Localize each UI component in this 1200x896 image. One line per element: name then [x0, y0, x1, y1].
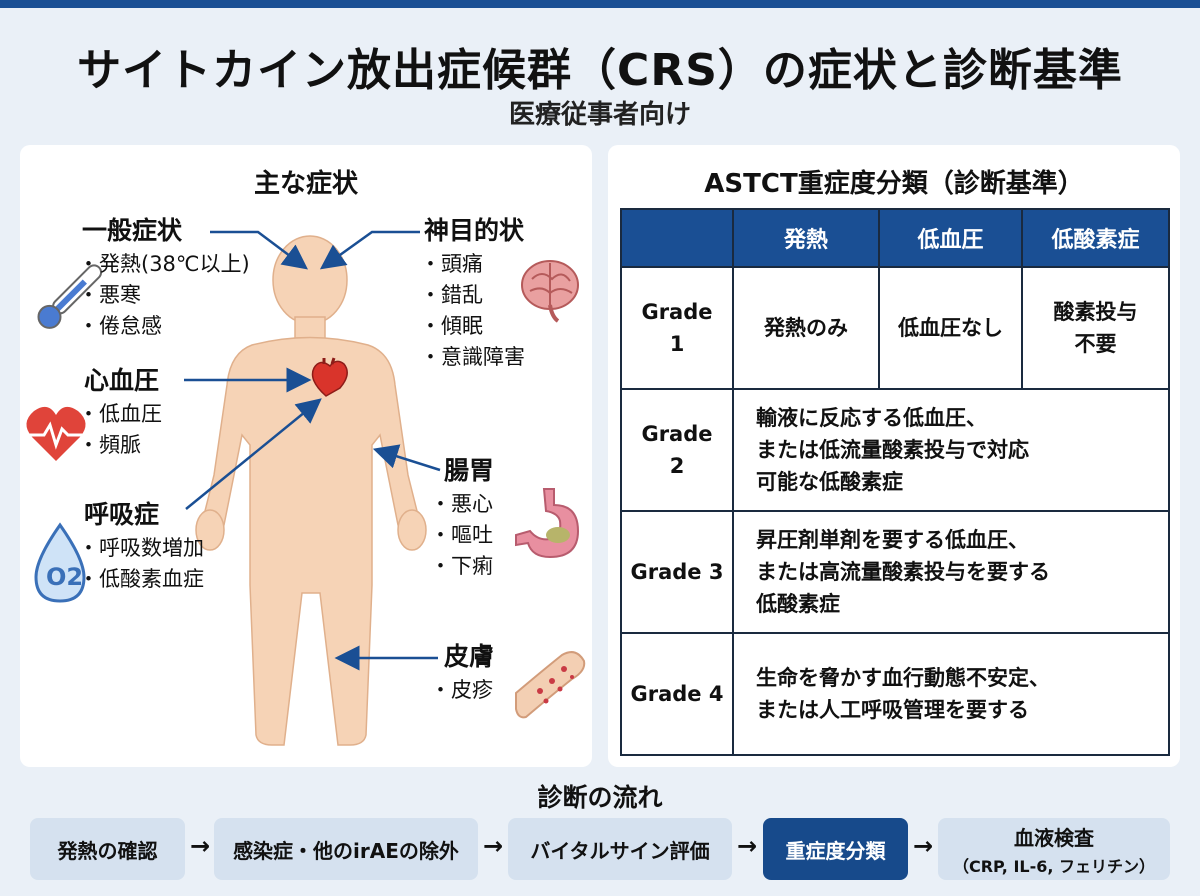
description-line: 生命を脅かす血行動態不安定、 [756, 666, 1050, 690]
column-header: 低血圧 [878, 208, 1023, 268]
description-line: 可能な低酸素症 [756, 470, 903, 494]
column-header [620, 208, 734, 268]
page-title: サイトカイン放出症候群（CRS）の症状と診断基準 [77, 45, 1123, 96]
flow-title: 診断の流れ [537, 783, 663, 812]
arrow-respiratory [185, 398, 322, 510]
grade-label: Grade 2 [620, 388, 734, 512]
heart-organ-icon [311, 357, 348, 397]
arrow-general [210, 230, 308, 270]
respiratory-heading: 呼吸症 [84, 500, 160, 529]
gi-heading: 腸胃 [444, 456, 495, 485]
description-line: 昇圧剤単剤を要する低血圧、 [756, 528, 1029, 552]
grade-label: Grade 3 [620, 510, 734, 634]
top-accent-bar [0, 0, 1200, 8]
flow-arrow-icon: → [190, 832, 211, 860]
neuro-item: 傾眠 [420, 311, 525, 342]
respiratory-symptoms: 呼吸症 呼吸数増加 低酸素血症 [84, 499, 204, 595]
table-row: Grade 1 発熱のみ 低血圧なし 酸素投与不要 [620, 266, 1170, 390]
criteria-title: ASTCT重症度分類（診断基準） [704, 169, 1084, 199]
description-line: 低酸素症 [756, 592, 840, 616]
neuro-item: 錯乱 [420, 280, 525, 311]
description-line: または低流量酸素投与で対応 [756, 438, 1029, 462]
page-subtitle: 医療従事者向け [508, 100, 691, 130]
general-heading: 一般症状 [82, 216, 183, 245]
general-item: 倦怠感 [78, 311, 250, 342]
description-line: 輸液に反応する低血圧、 [756, 406, 987, 430]
flow-step-label: 発熱の確認 [57, 838, 158, 863]
flow-step-blood-test: 血液検査 （CRP, IL-6, フェリチン） [938, 818, 1170, 880]
cardio-symptoms: 心血圧 低血圧 頻脈 [84, 365, 162, 461]
flow-step-label: 感染症・他のirAEの除外 [233, 838, 459, 863]
respiratory-item: 呼吸数増加 [78, 533, 204, 564]
cardio-item: 低血圧 [78, 399, 162, 430]
heart-rate-icon [26, 406, 88, 461]
flow-step-fever-check: 発熱の確認 [30, 818, 185, 880]
gi-symptoms: 腸胃 悪心 嘔吐 下痢 [444, 455, 494, 582]
table-row: Grade 2 輸液に反応する低血圧、 または低流量酸素投与で対応 可能な低酸素… [620, 388, 1170, 512]
grade3-description: 昇圧剤単剤を要する低血圧、 または高流量酸素投与を要する 低酸素症 [732, 510, 1170, 634]
flow-step-exclusion: 感染症・他のirAEの除外 [214, 818, 478, 880]
skin-symptoms: 皮膚 皮疹 [444, 641, 494, 706]
gi-item: 嘔吐 [430, 520, 494, 551]
callout-arrows [184, 230, 441, 671]
flow-arrow-icon: → [913, 832, 934, 860]
general-item: 悪寒 [78, 280, 250, 311]
flow-arrow-icon: → [483, 832, 504, 860]
grade1-fever: 発熱のみ [732, 266, 880, 390]
grade1-hypoxia: 酸素投与不要 [1021, 266, 1170, 390]
column-header: 発熱 [732, 208, 880, 268]
table-row: Grade 4 生命を脅かす血行動態不安定、 または人工呼吸管理を要する [620, 632, 1170, 756]
body-diagram: O2 [26, 230, 586, 746]
grade-label: Grade 4 [620, 632, 734, 756]
flow-step-label: 血液検査 [1014, 825, 1094, 850]
flow-step-sublabel: （CRP, IL-6, フェリチン） [952, 856, 1156, 876]
flow-step-label: 重症度分類 [785, 838, 886, 863]
skin-rash-icon [515, 651, 586, 719]
arrow-neuro [319, 230, 420, 270]
general-symptoms: 一般症状 発熱(38℃以上) 悪寒 倦怠感 [82, 215, 250, 342]
oxygen-drop-icon: O2 [34, 522, 86, 603]
column-header: 低酸素症 [1021, 208, 1170, 268]
flow-step-label: バイタルサイン評価 [530, 838, 710, 863]
description-line: または高流量酸素投与を要する [756, 560, 1050, 584]
oxygen-drop-label: O2 [46, 563, 83, 591]
grade-label: Grade 1 [620, 266, 734, 390]
neuro-item: 頭痛 [420, 249, 525, 280]
arrow-gi [372, 444, 441, 472]
grade1-hypotension: 低血圧なし [878, 266, 1023, 390]
neuro-symptoms: 神目的状 頭痛 錯乱 傾眠 意識障害 [424, 215, 525, 373]
gi-item: 下痢 [430, 551, 494, 582]
flow-step-vitals: バイタルサイン評価 [508, 818, 732, 880]
table-row: Grade 3 昇圧剤単剤を要する低血圧、 または高流量酸素投与を要する 低酸素… [620, 510, 1170, 634]
flow-arrow-icon: → [737, 832, 758, 860]
grade4-description: 生命を脅かす血行動態不安定、 または人工呼吸管理を要する [732, 632, 1170, 756]
neuro-heading: 神目的状 [424, 216, 525, 245]
stomach-icon [515, 488, 580, 559]
skin-heading: 皮膚 [444, 642, 495, 671]
brain-icon [521, 260, 579, 323]
gi-item: 悪心 [430, 489, 494, 520]
description-line: または人工呼吸管理を要する [756, 698, 1029, 722]
general-item: 発熱(38℃以上) [78, 249, 250, 280]
flow-step-grading: 重症度分類 [763, 818, 908, 880]
cardio-heading: 心血圧 [84, 366, 160, 395]
table-header-row: 発熱 低血圧 低酸素症 [620, 208, 1170, 268]
cardio-item: 頻脈 [78, 430, 162, 461]
grade-table: 発熱 低血圧 低酸素症 Grade 1 発熱のみ 低血圧なし 酸素投与不要 Gr… [620, 208, 1170, 756]
respiratory-item: 低酸素血症 [78, 564, 204, 595]
symptoms-panel: O2 [20, 145, 592, 767]
criteria-panel: ASTCT重症度分類（診断基準） 発熱 低血圧 低酸素症 Grade 1 発熱の… [608, 145, 1180, 767]
skin-item: 皮疹 [430, 675, 494, 706]
grade2-description: 輸液に反応する低血圧、 または低流量酸素投与で対応 可能な低酸素症 [732, 388, 1170, 512]
symptoms-title: 主な症状 [253, 169, 358, 199]
neuro-item: 意識障害 [420, 342, 525, 373]
